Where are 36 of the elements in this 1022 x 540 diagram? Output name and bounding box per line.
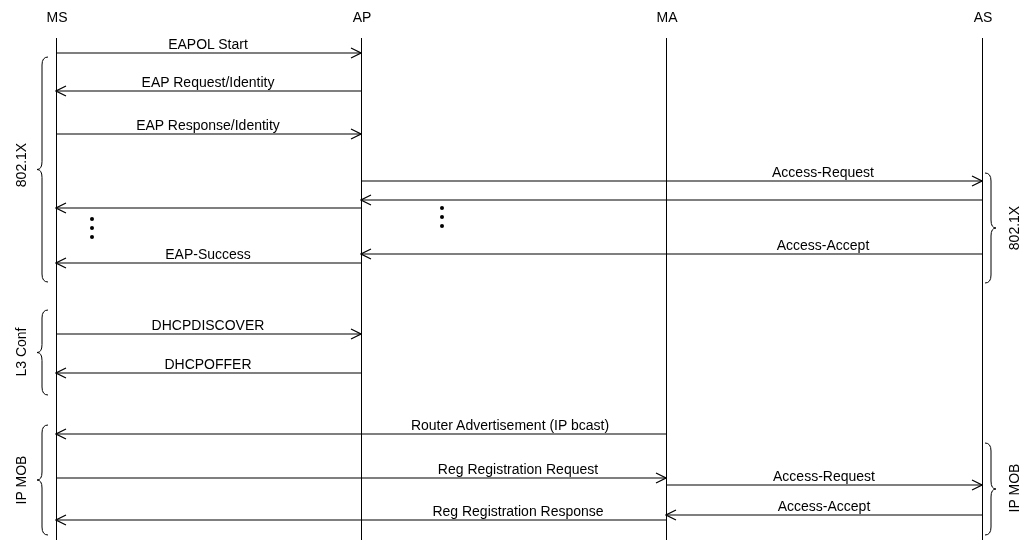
phase-label: 802.1X — [13, 142, 29, 188]
message-arrow — [55, 202, 362, 214]
message-arrow — [55, 47, 362, 59]
message-arrow — [55, 257, 362, 269]
edge-label: EAP Response/Identity — [134, 117, 282, 133]
message-arrow — [55, 428, 667, 440]
lifeline-header: MS — [46, 8, 68, 26]
message-arrow — [360, 175, 983, 187]
edge-label: DHCPDISCOVER — [149, 317, 267, 333]
message-arrow — [360, 248, 983, 260]
edge-label: DHCPOFFER — [162, 356, 254, 372]
phase-label: IP MOB — [1006, 463, 1022, 513]
edge-label: EAP-Success — [163, 246, 253, 262]
edge-label: EAP Request/Identity — [139, 74, 277, 90]
message-arrow — [55, 85, 362, 97]
edge-label: EAPOL Start — [166, 36, 250, 52]
message-arrow — [665, 509, 983, 521]
edge-label: Access-Request — [770, 164, 876, 180]
message-arrow — [55, 472, 667, 484]
message-arrow — [665, 479, 983, 491]
message-arrow — [55, 514, 667, 526]
message-arrow — [55, 367, 362, 379]
lifeline-header: AS — [973, 8, 993, 26]
edge-label: Access-Accept — [774, 237, 872, 253]
message-arrow — [360, 194, 983, 206]
lifeline-header: AP — [352, 8, 372, 26]
edge-label: Reg Registration Response — [430, 503, 606, 519]
edge-label: Access-Request — [771, 468, 877, 484]
message-arrow — [55, 128, 362, 140]
phase-label: 802.1X — [1006, 205, 1022, 251]
edge-label: Access-Accept — [775, 498, 873, 514]
phase-label: L3 Conf — [13, 327, 29, 377]
edge-label: Reg Registration Request — [435, 461, 601, 477]
message-arrow — [55, 328, 362, 340]
lifeline-header: MA — [656, 8, 678, 26]
phase-label: IP MOB — [13, 455, 29, 505]
